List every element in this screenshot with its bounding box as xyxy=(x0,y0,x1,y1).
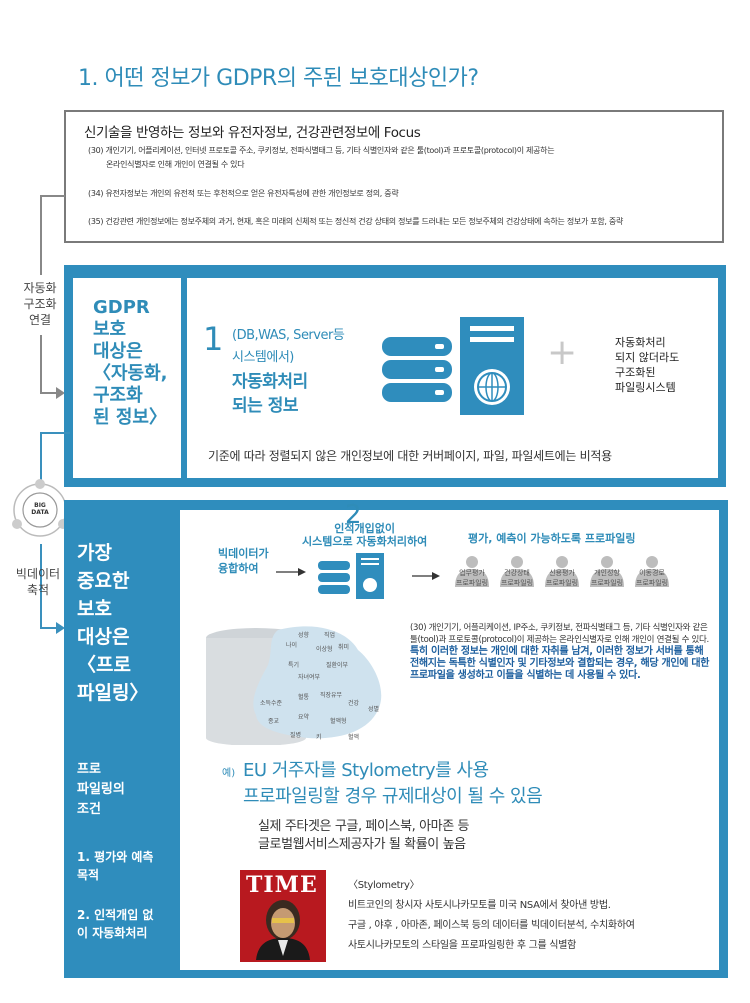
person-icon xyxy=(635,556,669,587)
arrow-right-icon xyxy=(56,387,65,399)
person-icon xyxy=(545,556,579,587)
section2-title: 가장 중요한 보호 대상은 〈프로 파일링〉 xyxy=(77,542,149,704)
map-word: 직업 xyxy=(324,632,336,639)
section1-note: 기준에 따라 정렬되지 않은 개인정보에 대한 커버페이지, 파일, 파일세트에… xyxy=(208,449,612,463)
side-label-auto: 자동화 구조화 연결 xyxy=(23,281,57,327)
plus-icon: + xyxy=(547,332,578,373)
map-word: 혈액형 xyxy=(330,718,347,725)
database-icon xyxy=(382,337,452,402)
side-label-bigdata: 빅데이터 축적 xyxy=(15,567,61,597)
map-word: 성향 xyxy=(298,632,310,639)
connector-line xyxy=(40,627,60,629)
person-icon xyxy=(455,556,489,587)
connector-line xyxy=(40,195,65,197)
focus-line-30a: (30) 개인기기, 어플리케이션, 인터넷 프로토콜 주소, 쿠키정보, 전파… xyxy=(88,146,555,155)
arrow-right-icon xyxy=(412,572,440,580)
map-word: 키 xyxy=(316,734,322,741)
map-word: 성별 xyxy=(368,706,380,713)
focus-line-35: (35) 건강관련 개인정보에는 정보주체의 과거, 현재, 혹은 미래의 신체… xyxy=(88,217,624,226)
section2-number: 2 xyxy=(345,500,362,530)
database-server-icon xyxy=(318,553,384,599)
connector-line xyxy=(40,335,42,393)
map-word: 특기 xyxy=(288,662,300,669)
connector-line xyxy=(40,432,70,434)
stylometry-description: 〈Stylometry〉 비트코인의 창시자 사토시나카모토를 미국 NSA에서… xyxy=(348,880,635,951)
person-icon xyxy=(590,556,624,587)
map-word: 질환이부 xyxy=(326,662,349,669)
section1-subtitle: (DB,WAS, Server등 시스템에서) xyxy=(232,328,345,365)
map-word: 종교 xyxy=(268,718,280,725)
connector-line xyxy=(40,544,42,628)
section1-title-panel xyxy=(73,278,181,478)
connector-line xyxy=(40,392,60,394)
condition-2: 2. 인적개입 없 이 자동화처리 xyxy=(77,908,154,940)
map-word: 요약 xyxy=(298,714,310,721)
section1-content-panel xyxy=(187,278,718,478)
map-word: 건강 xyxy=(348,700,360,707)
map-word: 혈통 xyxy=(298,694,310,701)
map-word: 이상형 xyxy=(316,646,333,653)
condition-1: 1. 평가와 예측 목적 xyxy=(77,850,154,882)
section1-main-text: 자동화처리 되는 정보 xyxy=(232,372,308,416)
server-globe-icon xyxy=(460,317,524,415)
map-word: 직장유무 xyxy=(320,692,343,699)
map-word: 나이 xyxy=(286,642,298,649)
page-title: 1. 어떤 정보가 GDPR의 주된 보호대상인가? xyxy=(78,66,479,91)
bigdata-fusion-label: 빅데이터가 융합하여 xyxy=(218,547,269,575)
focus-box xyxy=(64,110,724,243)
map-word: 질병 xyxy=(290,732,302,739)
no-human-intervention-label: 인적개입없이 시스템으로 자동화처리하여 xyxy=(302,522,428,548)
connector-line xyxy=(40,195,42,275)
example-marker: 예) xyxy=(222,768,236,779)
portrait-image xyxy=(256,900,310,960)
focus-line-34: (34) 유전자정보는 개인의 유전적 또는 후천적으로 얻은 유전자특성에 관… xyxy=(88,189,399,198)
section1-number: 1 xyxy=(203,320,224,358)
big-data-badge-text: BIG DATA xyxy=(31,502,49,516)
map-word: 취미 xyxy=(338,644,350,651)
example-subtitle: 실제 주타겟은 구글, 페이스북, 아마존 등 글로벌웹서비스제공자가 될 확률… xyxy=(258,819,470,852)
recital-30-text: (30) 개인기기, 어플리케이션, IP주소, 쿠키정보, 전파식별태그 등,… xyxy=(410,623,710,681)
arrow-right-icon xyxy=(276,568,306,576)
person-icon xyxy=(500,556,534,587)
profiling-title: 평가, 예측이 가능하도록 프로파일링 xyxy=(468,532,636,545)
map-word: 소득수준 xyxy=(260,700,283,707)
focus-heading: 신기술을 반영하는 정보와 유전자정보, 건강관련정보에 Focus xyxy=(84,125,421,141)
arrow-right-icon xyxy=(56,622,65,634)
section1-title: GDPR 보호 대상은 〈자동화, 구조화 된 정보〉 xyxy=(93,297,168,428)
time-magazine-cover: TIME xyxy=(240,870,326,962)
time-logo: TIME xyxy=(246,872,318,898)
map-word: 혈액 xyxy=(348,734,360,741)
personal-data-map xyxy=(206,626,382,745)
section1-filing-system-text: 자동화처리 되지 않더라도 구조화된 파일링시스템 xyxy=(615,336,680,394)
map-word: 자녀여부 xyxy=(298,674,321,681)
connector-line xyxy=(40,432,42,484)
focus-line-30b: 온라인식별자로 인해 개인이 연결될 수 있다 xyxy=(106,160,245,169)
profiling-conditions-title: 프로 파일링의 조건 xyxy=(77,762,125,817)
example-title: EU 거주자를 Stylometry를 사용 프로파일링할 경우 규제대상이 될… xyxy=(243,760,543,807)
